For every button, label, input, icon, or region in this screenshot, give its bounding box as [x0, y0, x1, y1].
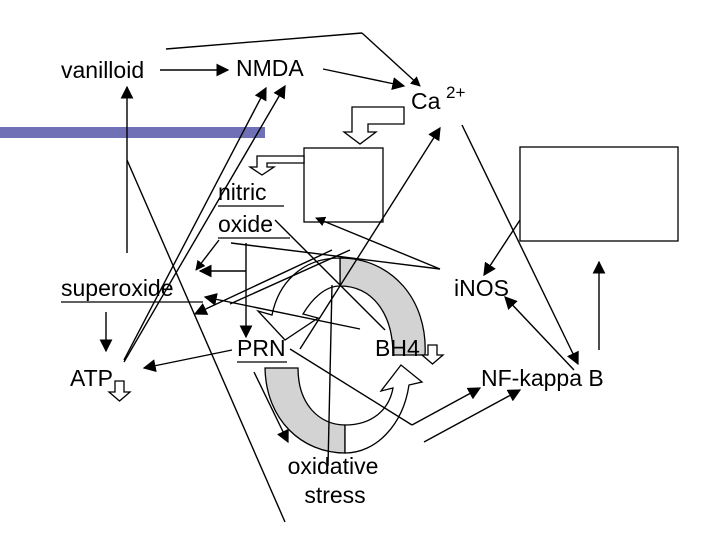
- node-inos: iNOS: [454, 275, 509, 301]
- node-stress: stress: [304, 482, 365, 508]
- node-oxidative: oxidative: [288, 453, 379, 479]
- accent-bar: [0, 127, 265, 138]
- hollow-arrow-ca-down: [342, 106, 405, 145]
- curved-ribbon-lower: [264, 364, 424, 454]
- node-ca-superscript: 2+: [446, 83, 465, 102]
- node-nitric: nitric: [218, 179, 267, 205]
- hollow-arrow-bh4-down: [420, 344, 445, 365]
- node-bh4: BH4: [375, 335, 420, 361]
- node-ca: Ca: [411, 88, 441, 114]
- node-atp: ATP: [70, 365, 113, 391]
- node-vanilloid: vanilloid: [61, 57, 144, 83]
- hollow-arrow-atp-down: [107, 380, 132, 402]
- node-nmda: NMDA: [236, 55, 304, 81]
- node-oxide: oxide: [218, 211, 273, 237]
- pathway-connectors: [99, 32, 606, 523]
- curved-ribbon-upper: [255, 257, 426, 356]
- node-prn: PRN: [237, 335, 286, 361]
- empty-box-right: [519, 146, 679, 242]
- hollow-arrow-nitric-oxide: [247, 155, 305, 176]
- node-superoxide: superoxide: [61, 275, 174, 301]
- node-nf-kappa-b: NF-kappa B: [481, 365, 604, 391]
- empty-box-left: [303, 147, 384, 223]
